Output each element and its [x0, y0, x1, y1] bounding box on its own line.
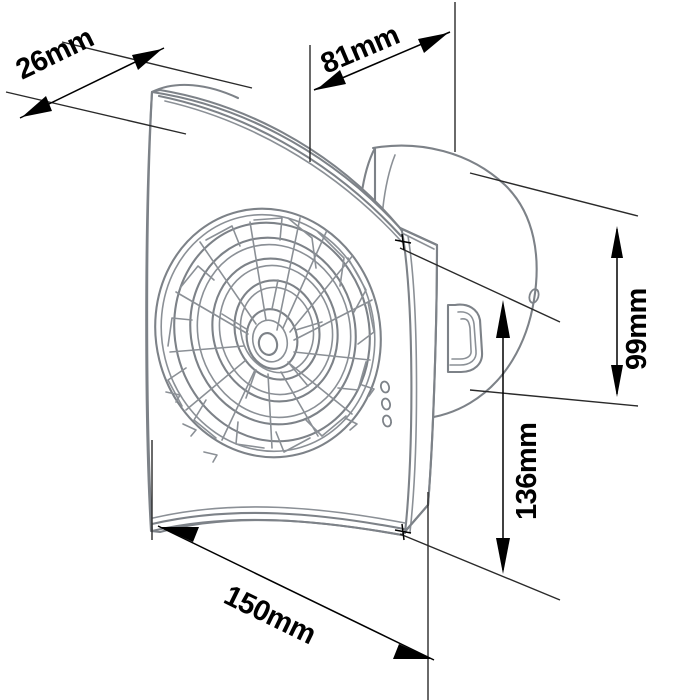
product-geometry [145, 83, 540, 537]
screw-boss [528, 288, 540, 304]
fan-grille [154, 207, 382, 463]
dimension-136mm: 136mm [399, 247, 561, 601]
dimension-label-26mm: 26mm [11, 22, 99, 87]
indicator-hole-1 [379, 380, 391, 394]
dimension-99mm: 99mm [469, 172, 653, 407]
indicator-holes [379, 380, 393, 428]
dimension-81mm: 81mm [309, 2, 456, 162]
indicator-hole-3 [381, 414, 393, 428]
dimension-label-150mm: 150mm [219, 580, 321, 651]
centre-mark-upper [394, 233, 412, 251]
dimension-label-99mm: 99mm [621, 288, 653, 370]
cable-slot [446, 303, 484, 374]
dimension-label-81mm: 81mm [316, 19, 404, 80]
faceplate [145, 83, 439, 537]
indicator-hole-2 [380, 397, 392, 411]
centre-mark-lower [394, 523, 412, 541]
centre-marks [394, 233, 412, 541]
dimension-label-136mm: 136mm [511, 423, 543, 520]
